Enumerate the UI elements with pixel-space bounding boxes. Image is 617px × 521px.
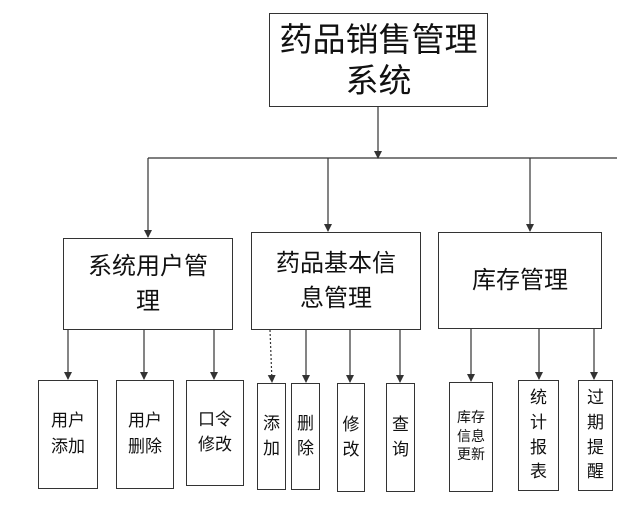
leaf-user-add: 用户 添加 [38, 380, 98, 489]
leaf-drug-modify: 修 改 [337, 383, 365, 492]
root-node: 药品销售管理 系统 [269, 13, 488, 107]
leaf-user-delete: 用户 删除 [116, 380, 174, 489]
leaf-inventory-update: 库存 信息 更新 [449, 382, 493, 492]
leaf-drug-query: 查 询 [386, 383, 415, 492]
section-system-user: 系统用户管 理 [63, 238, 233, 330]
leaf-drug-delete: 删 除 [291, 383, 320, 490]
connector-drug-add [267, 329, 276, 383]
leaf-statistics-report: 统 计 报 表 [518, 380, 559, 491]
section-inventory: 库存管理 [438, 232, 602, 329]
section-drug-info: 药品基本信 息管理 [251, 232, 421, 330]
leaf-drug-add: 添 加 [257, 383, 286, 490]
leaf-password-change: 口令 修改 [186, 380, 244, 486]
leaf-expiry-reminder: 过 期 提 醒 [578, 380, 613, 491]
